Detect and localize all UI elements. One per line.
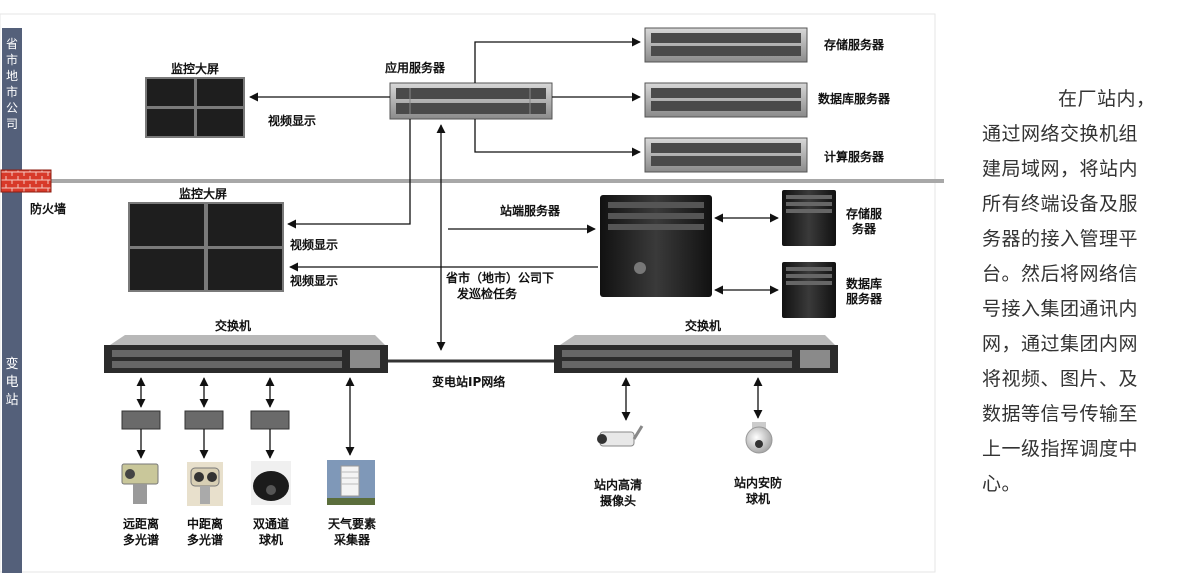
paragraph-line: 网，通过集团内网 [982,333,1139,355]
diagram-frame [0,13,936,573]
app-server-label: 应用服务器 [385,60,446,75]
rack-compute-server-icon [644,137,808,173]
right-switch-label: 交换机 [685,318,721,333]
device-label-hd-camera-1: 站内高清 [594,477,642,492]
side-label-lower: 变电站 [5,356,18,408]
paragraph-line: 所有终端设备及服 [982,193,1139,215]
device-label-long-range-1: 远距离 [123,516,159,531]
device-label-mid-range-2: 多光谱 [187,532,223,547]
left-switch-label: 交换机 [215,318,251,333]
task-label-line-1: 省市（地市）公司下 [445,270,554,285]
paragraph-line: 在厂站内， [982,82,1178,117]
paragraph-line: 建局域网，将站内 [982,158,1139,180]
tower-storage-server-icon [782,190,836,246]
paragraph-line: 务器的接入管理平 [982,228,1139,250]
device-label-dual-channel-1: 双通道 [253,516,289,531]
app-server-icon [389,82,553,120]
paragraph-line: 心。 [982,473,1022,495]
mid-range-camera-icon [187,462,223,506]
left-switch-icon [104,335,388,373]
paragraph-line: 通过网络交换机组 [982,123,1139,145]
video-display-label-station-2: 视频显示 [290,273,338,288]
device-label-security-dome-2: 球机 [746,491,770,506]
storage-server-label: 存储服务器 [823,37,885,52]
firewall-icon [0,169,52,193]
rack-database-server-icon [644,82,808,118]
device-label-weather-2: 采集器 [333,532,371,547]
station-connectors [136,119,779,456]
hd-camera-icon [597,425,644,447]
tower-db-server-label-2: 服务器 [846,291,883,306]
device-label-dual-channel-2: 球机 [259,532,283,547]
device-label-weather-1: 天气要素 [328,516,376,531]
tower-storage-server-label-1: 存储服 [845,206,883,221]
converter-box-icon [121,410,290,459]
station-server-icon [600,195,712,297]
device-label-mid-range-1: 中距离 [187,516,223,531]
compute-server-label: 计算服务器 [824,149,885,164]
device-label-long-range-2: 多光谱 [123,532,159,547]
ip-network-label: 变电站IP网络 [432,374,505,389]
video-display-label-top: 视频显示 [268,113,316,128]
monitor-wall-label-top: 监控大屏 [171,61,219,76]
long-range-camera-icon [121,463,159,504]
task-label-line-2: 发巡检任务 [456,286,518,301]
side-bar [2,28,22,573]
paragraph-line: 将视频、图片、及 [982,368,1139,390]
tower-storage-server-label-2: 务器 [852,221,877,236]
paragraph-line: 数据等信号传输至 [982,403,1139,425]
right-switch-icon [554,335,838,373]
device-label-security-dome-1: 站内安防 [734,475,782,490]
paragraph-line-text: 在厂站内， [1058,88,1156,110]
side-label-upper: 省市地市公司 [6,37,18,131]
tower-db-server-label-1: 数据库 [846,276,882,291]
upper-connectors [249,37,641,157]
rack-storage-server-icon [644,27,808,63]
monitor-wall-top [145,77,245,138]
tower-database-server-icon [782,262,836,318]
device-label-hd-camera-2: 摄像头 [600,493,636,508]
firewall-label: 防火墙 [30,201,66,216]
weather-station-icon [327,460,375,505]
monitor-wall-label-station: 监控大屏 [179,186,227,201]
database-server-label: 数据库服务器 [818,91,891,106]
paragraph-line: 台。然后将网络信 [982,263,1139,285]
paragraph-line: 上一级指挥调度中 [982,438,1139,460]
description-paragraph: 在厂站内， 通过网络交换机组 建局域网，将站内 所有终端设备及服 务器的接入管理… [982,82,1178,502]
paragraph-line: 号接入集团通讯内 [982,298,1139,320]
station-server-label: 站端服务器 [500,203,561,218]
security-dome-camera-icon [745,422,773,454]
video-display-label-station-1: 视频显示 [290,237,338,252]
monitor-wall-station [128,202,284,292]
dual-channel-dome-camera-icon [251,461,291,505]
